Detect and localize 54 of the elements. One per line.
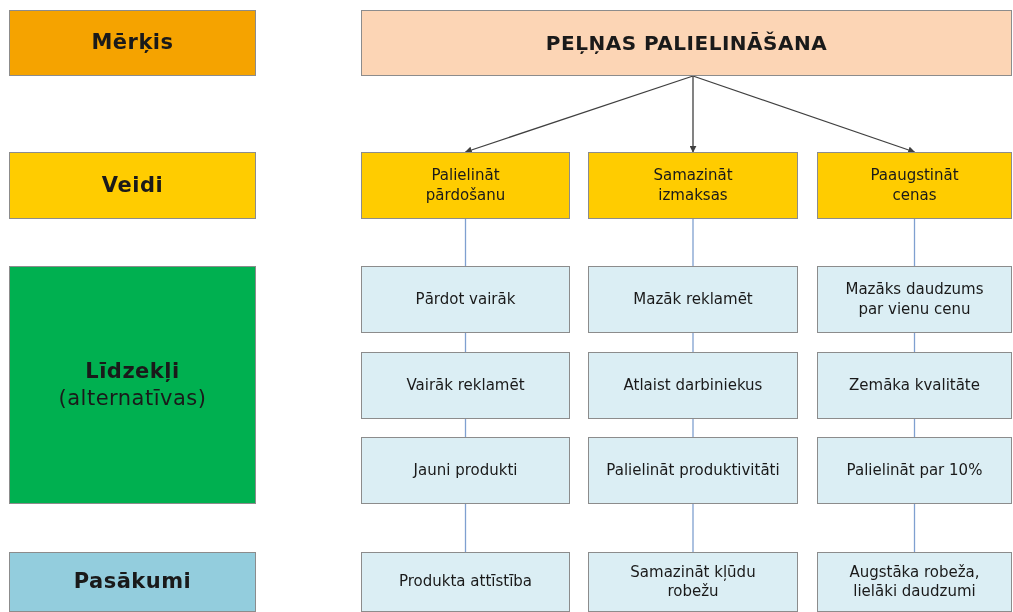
row-header-box — [9, 152, 256, 219]
option-box — [817, 266, 1012, 333]
label-text: Samazināt kļūdu robežu — [629, 562, 757, 602]
option-box — [588, 352, 798, 419]
option-box — [361, 552, 570, 612]
connector-line — [464, 332, 467, 353]
arrow — [689, 75, 697, 153]
arrow — [464, 75, 694, 154]
label-text: Palielināt par 10% — [846, 460, 983, 481]
label-text: Paaugstināt cenas — [869, 166, 960, 205]
option-box — [817, 352, 1012, 419]
connector-line — [692, 503, 694, 553]
subtitle-text: (alternatīvas) — [58, 385, 207, 412]
connector-line — [692, 418, 694, 438]
option-box — [588, 437, 798, 504]
label-text: Mazāks daudzums par vienu cenu — [844, 280, 985, 319]
heading-text: PEĻŅAS PALIELINĀŠANA — [545, 30, 828, 56]
option-box — [361, 266, 570, 333]
connector-line — [692, 218, 694, 267]
heading-text: Pasākumi — [73, 568, 192, 596]
arrow — [692, 75, 916, 154]
connector-line — [692, 332, 694, 353]
heading-text: Mērķis — [91, 29, 174, 57]
option-box — [361, 352, 570, 419]
label-text: Produkta attīstība — [398, 572, 533, 592]
label-text: Augstāka robeža, lielāki daudzumi — [848, 562, 981, 602]
connector-line — [913, 218, 916, 267]
option-box — [588, 266, 798, 333]
heading-text: Līdzekļi — [85, 357, 180, 385]
label-text: Vairāk reklamēt — [406, 375, 525, 396]
option-box — [588, 552, 798, 612]
option-box — [817, 437, 1012, 504]
label-text: Mazāk reklamēt — [633, 289, 753, 310]
goal-box — [361, 10, 1012, 76]
row-header-box — [9, 10, 256, 76]
connector-line — [913, 332, 916, 353]
label-text: Atlaist darbiniekus — [623, 375, 763, 396]
row-header-box — [9, 266, 256, 504]
label-text: Zemāka kvalitāte — [849, 375, 980, 396]
category-box — [817, 152, 1012, 219]
heading-text: Veidi — [101, 171, 164, 199]
option-box — [817, 552, 1012, 612]
label-text: Samazināt izmaksas — [652, 166, 734, 205]
label-text: Pārdot vairāk — [415, 289, 516, 310]
label-text: Palielināt produktivitāti — [606, 460, 780, 481]
row-header-box — [9, 552, 256, 612]
option-box — [361, 437, 570, 504]
category-box — [361, 152, 570, 219]
connector-line — [913, 503, 916, 553]
label-text: Jauni produkti — [413, 460, 518, 481]
label-text: Palielināt pārdošanu — [424, 166, 507, 205]
category-box — [588, 152, 798, 219]
connector-line — [464, 218, 467, 267]
connector-line — [464, 503, 467, 553]
